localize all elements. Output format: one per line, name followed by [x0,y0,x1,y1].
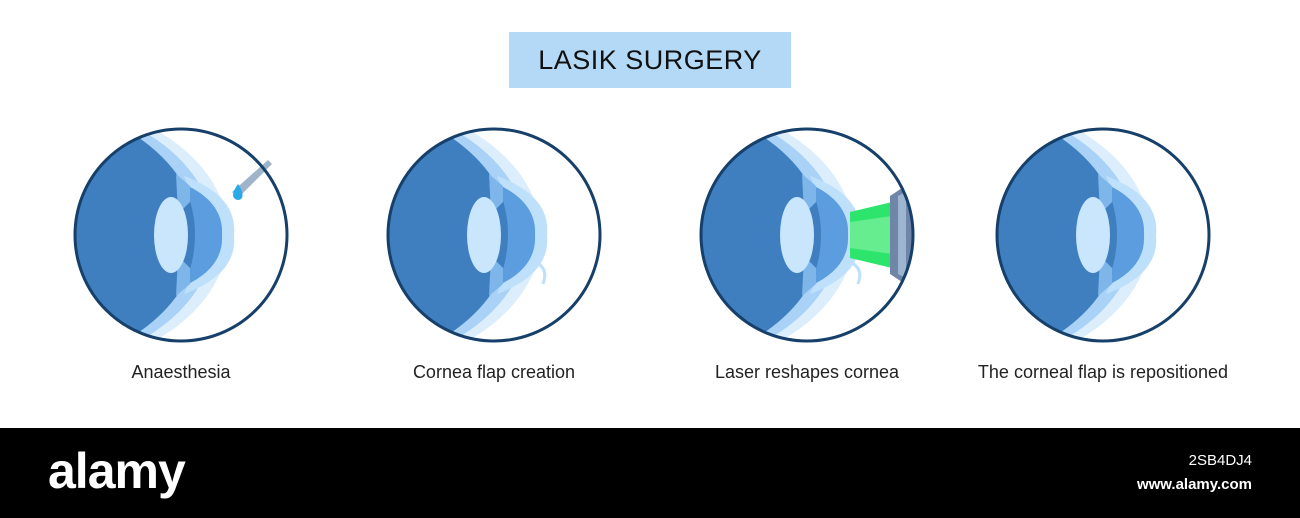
laser-beam [850,202,892,268]
diagram-title: LASIK SURGERY [538,44,762,75]
step-3-laser-illustration [698,126,916,344]
step-2-cornea-flap-illustration [385,126,603,344]
step-1-caption: Anaesthesia [131,362,231,382]
step-4-caption: The corneal flap is repositioned [977,362,1229,382]
watermark-footer: alamy 2SB4DJ4 www.alamy.com [0,428,1300,518]
lifted-flap [534,260,547,285]
step-2-caption: Cornea flap creation [412,362,576,382]
eye-drop-dropper [232,160,272,200]
step-1-anaesthesia-illustration [72,126,290,344]
title-box: LASIK SURGERY [509,32,791,88]
site-url: www.alamy.com [1136,476,1252,493]
step-4-flap-repositioned-illustration [994,126,1212,344]
alamy-logo: alamy [48,443,186,499]
image-id: 2SB4DJ4 [1188,452,1252,469]
step-3-caption: Laser reshapes cornea [714,362,900,382]
eye-cross-section [701,129,912,341]
